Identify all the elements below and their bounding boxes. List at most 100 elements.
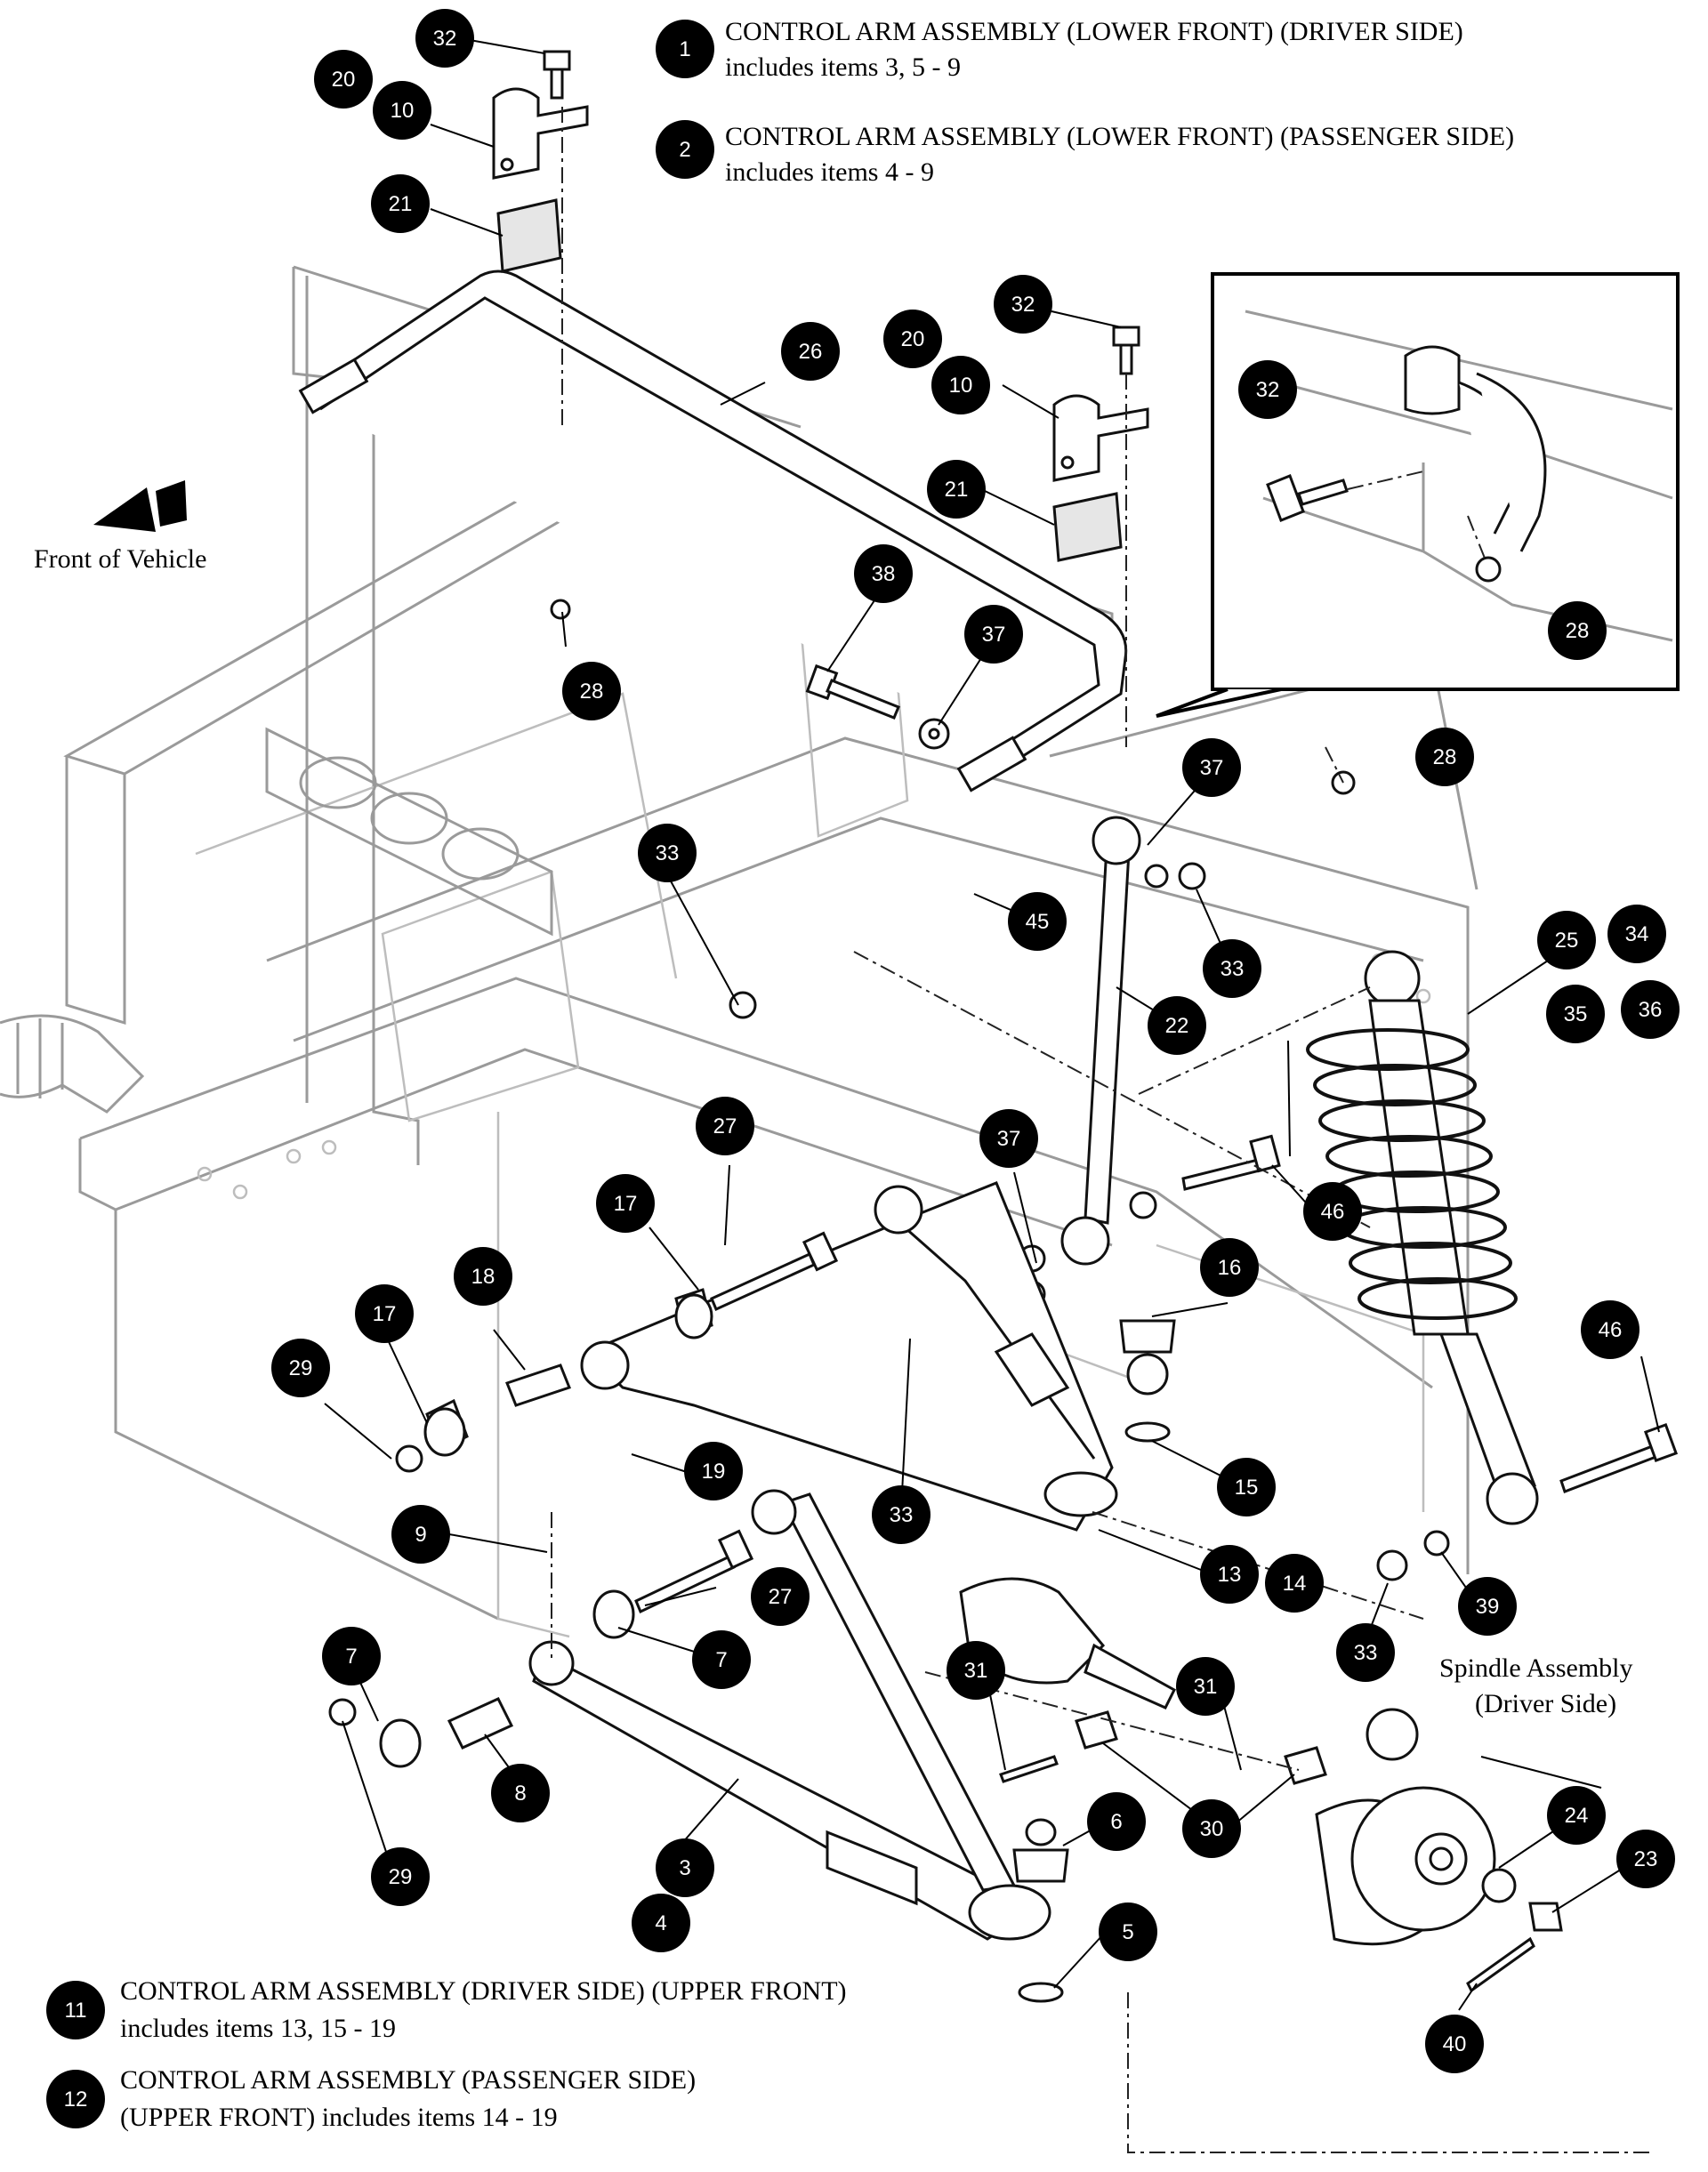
callout-32: 32 <box>415 9 474 68</box>
legend-item-12-number: 12 <box>64 2088 88 2112</box>
legend-item-12-title: CONTROL ARM ASSEMBLY (PASSENGER SIDE) <box>120 2065 696 2095</box>
svg-text:18: 18 <box>471 1265 495 1289</box>
callout-29: 29 <box>271 1339 330 1397</box>
svg-text:6: 6 <box>1110 1810 1122 1834</box>
svg-text:36: 36 <box>1639 998 1663 1022</box>
svg-text:39: 39 <box>1476 1595 1500 1619</box>
svg-text:31: 31 <box>964 1659 988 1683</box>
callout-10: 10 <box>373 81 431 140</box>
legend: 1 CONTROL ARM ASSEMBLY (LOWER FRONT) (DR… <box>46 17 1514 2132</box>
callout-27: 27 <box>751 1567 810 1626</box>
svg-text:37: 37 <box>997 1127 1021 1151</box>
svg-text:25: 25 <box>1555 929 1579 953</box>
legend-item-11-includes: includes items 13, 15 - 19 <box>120 2014 396 2043</box>
callout-45: 45 <box>1008 892 1067 951</box>
upper-control-arm <box>423 1181 1176 1532</box>
svg-text:13: 13 <box>1218 1563 1242 1587</box>
svg-text:14: 14 <box>1283 1572 1307 1596</box>
legend-item-2-includes: includes items 4 - 9 <box>725 157 934 187</box>
svg-text:30: 30 <box>1200 1817 1224 1841</box>
svg-text:38: 38 <box>872 562 896 586</box>
svg-text:28: 28 <box>1566 619 1590 643</box>
svg-text:34: 34 <box>1625 922 1649 946</box>
callout-31: 31 <box>947 1641 1005 1700</box>
svg-text:22: 22 <box>1165 1014 1189 1038</box>
callout-20: 20 <box>314 50 373 109</box>
detail-inset <box>1156 272 1680 718</box>
callout-21: 21 <box>927 460 986 519</box>
callout-21: 21 <box>371 174 430 233</box>
svg-text:29: 29 <box>389 1865 413 1889</box>
svg-text:45: 45 <box>1026 910 1050 934</box>
legend-item-11: 11 CONTROL ARM ASSEMBLY (DRIVER SIDE) (U… <box>46 1976 847 2043</box>
svg-text:4: 4 <box>655 1911 666 1935</box>
svg-text:37: 37 <box>1200 756 1224 780</box>
svg-text:17: 17 <box>614 1192 638 1216</box>
callout-28: 28 <box>562 662 621 720</box>
coilover-shock <box>1181 950 1679 1525</box>
svg-text:10: 10 <box>949 374 973 398</box>
callout-38: 38 <box>854 544 913 603</box>
svg-text:9: 9 <box>415 1523 426 1547</box>
svg-text:46: 46 <box>1321 1200 1345 1224</box>
svg-text:33: 33 <box>1354 1641 1378 1665</box>
svg-text:33: 33 <box>1221 957 1245 981</box>
lower-control-arm <box>379 1489 1069 2003</box>
sway-bar <box>298 269 1128 792</box>
callout-40: 40 <box>1425 2015 1484 2073</box>
legend-item-2-number: 2 <box>679 138 690 162</box>
svg-text:27: 27 <box>713 1114 737 1138</box>
svg-text:27: 27 <box>769 1585 793 1609</box>
svg-text:8: 8 <box>514 1782 526 1806</box>
svg-text:29: 29 <box>289 1356 313 1380</box>
callout-33: 33 <box>638 824 697 882</box>
legend-item-2-title: CONTROL ARM ASSEMBLY (LOWER FRONT) (PASS… <box>725 122 1514 151</box>
spindle-assembly-label: Spindle Assembly <box>1439 1653 1633 1683</box>
svg-text:28: 28 <box>580 680 604 704</box>
svg-text:20: 20 <box>332 68 356 92</box>
svg-text:21: 21 <box>945 478 969 502</box>
callout-4: 4 <box>632 1894 690 1952</box>
callout-29: 29 <box>371 1847 430 1906</box>
svg-text:31: 31 <box>1194 1675 1218 1699</box>
callout-46: 46 <box>1581 1300 1640 1359</box>
svg-text:20: 20 <box>901 327 925 351</box>
callout-33: 33 <box>872 1485 931 1544</box>
callout-32: 32 <box>994 275 1052 334</box>
legend-item-1: 1 CONTROL ARM ASSEMBLY (LOWER FRONT) (DR… <box>656 17 1463 82</box>
sway-bar-brackets <box>492 50 1149 562</box>
front-of-vehicle-label: Front of Vehicle <box>34 544 206 574</box>
callout-35: 35 <box>1546 985 1605 1043</box>
callouts: 32 20 10 21 26 32 20 10 21 38 37 28 32 2… <box>271 9 1680 2073</box>
svg-text:19: 19 <box>702 1460 726 1484</box>
svg-text:32: 32 <box>1011 293 1035 317</box>
callout-22: 22 <box>1148 996 1206 1055</box>
svg-text:3: 3 <box>679 1856 690 1880</box>
callout-17: 17 <box>355 1284 414 1343</box>
callout-46: 46 <box>1303 1182 1362 1241</box>
callout-39: 39 <box>1458 1577 1517 1636</box>
svg-text:17: 17 <box>373 1302 397 1326</box>
callout-17: 17 <box>596 1174 655 1233</box>
callout-28: 28 <box>1415 728 1474 786</box>
spindle-assembly-side-label: (Driver Side) <box>1475 1689 1616 1718</box>
callout-31: 31 <box>1176 1657 1235 1716</box>
callout-7: 7 <box>692 1630 751 1689</box>
legend-item-2: 2 CONTROL ARM ASSEMBLY (LOWER FRONT) (PA… <box>656 120 1514 187</box>
callout-26: 26 <box>781 322 840 381</box>
svg-text:7: 7 <box>345 1645 357 1669</box>
callout-18: 18 <box>454 1247 512 1306</box>
callout-33: 33 <box>1203 939 1261 998</box>
svg-text:32: 32 <box>1256 378 1280 402</box>
callout-32: 32 <box>1238 360 1297 419</box>
callout-28: 28 <box>1548 601 1607 660</box>
callout-34: 34 <box>1607 905 1666 963</box>
svg-text:10: 10 <box>391 99 415 123</box>
front-arrow-icon <box>93 480 187 532</box>
callout-8: 8 <box>491 1764 550 1822</box>
callout-23: 23 <box>1616 1830 1675 1888</box>
callout-5: 5 <box>1099 1903 1157 1961</box>
callout-37: 37 <box>979 1109 1038 1168</box>
callout-16: 16 <box>1200 1238 1259 1297</box>
svg-text:24: 24 <box>1565 1804 1589 1828</box>
